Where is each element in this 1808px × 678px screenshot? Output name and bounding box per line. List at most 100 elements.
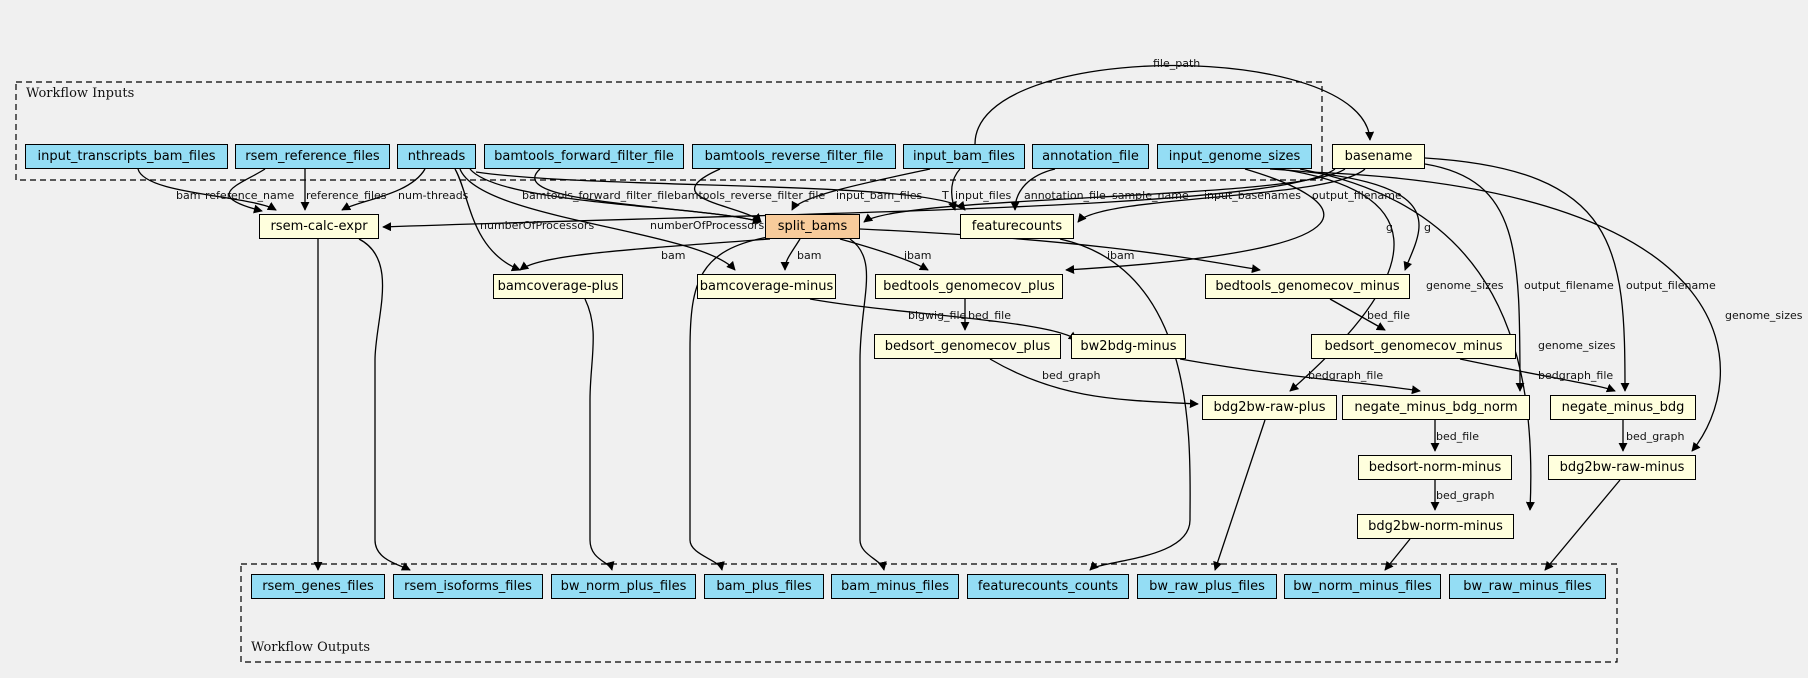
edge-genome-sizes-to-bdg2bw-raw-minus <box>1309 171 1721 452</box>
edge-split-bams-to-bamcoverage-minus <box>780 238 801 271</box>
edge-rsem-reference-to-rsem-name <box>228 168 266 214</box>
edge-label-number-of-processors-plus: numberOfProcessors <box>480 219 595 232</box>
edge-label-input-basenames: input_basenames <box>1204 189 1301 202</box>
edge-basename-to-negate-norm <box>1424 163 1525 392</box>
output-node-bw-raw-plus-files[interactable]: bw_raw_plus_files <box>1137 574 1277 599</box>
edge-label-bam-plus: bam <box>661 249 686 262</box>
workflow-outputs-label: Workflow Outputs <box>251 640 370 655</box>
edge-label-bed-graph-raw-minus: bed_graph <box>1626 430 1685 443</box>
edge-label-g-minus: g <box>1424 221 1431 234</box>
step-node-basename[interactable]: basename <box>1332 144 1425 169</box>
step-node-featurecounts[interactable]: featurecounts <box>960 214 1074 239</box>
edge-label-annotation-file: annotation_file <box>1024 189 1106 202</box>
edge-bamcoverage-plus-to-bw-norm-plus <box>584 298 615 571</box>
output-node-bam-minus-files[interactable]: bam_minus_files <box>831 574 959 599</box>
step-node-bedsort-genomecov-minus[interactable]: bedsort_genomecov_minus <box>1311 334 1516 359</box>
step-node-bamcoverage-minus[interactable]: bamcoverage-minus <box>697 274 836 299</box>
output-node-bw-norm-minus-files[interactable]: bw_norm_minus_files <box>1284 574 1441 599</box>
workflow-inputs-cluster <box>15 81 1323 181</box>
edges <box>137 64 1721 571</box>
step-node-bw2bdg-minus[interactable]: bw2bdg-minus <box>1071 334 1186 359</box>
output-node-bam-plus-files[interactable]: bam_plus_files <box>704 574 824 599</box>
edge-nthreads-to-bamcoverage-minus <box>459 168 736 271</box>
input-node-rsem-reference-files[interactable]: rsem_reference_files <box>235 144 390 169</box>
edge-label-bed-graph-plus: bed_graph <box>1042 369 1101 382</box>
edge-label-bed-graph-norm-minus: bed_graph <box>1436 489 1495 502</box>
input-node-input-bam-files[interactable]: input_bam_files <box>903 144 1025 169</box>
edge-label-bam-rsem: bam <box>176 189 201 202</box>
edge-split-bams-to-bamcoverage-plus <box>519 238 771 271</box>
step-node-bdg2bw-raw-plus[interactable]: bdg2bw-raw-plus <box>1202 395 1337 420</box>
edge-split-bams-to-bedtools-plus <box>839 238 929 271</box>
edge-label-genome-sizes-raw-minus: genome_sizes <box>1725 309 1803 322</box>
step-node-negate-minus-bdg[interactable]: negate_minus_bdg <box>1550 395 1696 420</box>
edge-nthreads-to-featurecounts <box>475 171 966 211</box>
edge-label-file-path: file_path <box>1153 57 1201 70</box>
output-node-featurecounts-counts[interactable]: featurecounts_counts <box>967 574 1129 599</box>
edge-label-bed-file-norm-minus: bed_file <box>1436 430 1479 443</box>
edge-label-bed-file-minus: bed_file <box>1367 309 1410 322</box>
edge-input-bam-files-to-basename <box>974 64 1375 145</box>
edge-bedsort-minus-to-negate <box>1459 358 1616 393</box>
edge-input-bam-to-split-bams <box>791 168 931 211</box>
edge-label-bamtools-forward-filter-file: bamtools_forward_filter_file <box>522 189 675 202</box>
edge-label-bedgraph-file-norm: bedgraph_file <box>1308 369 1384 382</box>
edge-label-genome-sizes-raw-plus: genome_sizes <box>1426 279 1504 292</box>
output-node-rsem-genes-files[interactable]: rsem_genes_files <box>251 574 385 599</box>
edge-label-reference-files: reference_files <box>306 189 387 202</box>
edge-bdg2bw-raw-minus-to-files <box>1544 479 1621 571</box>
output-node-rsem-isoforms-files[interactable]: rsem_isoforms_files <box>393 574 543 599</box>
step-node-negate-minus-bdg-norm[interactable]: negate_minus_bdg_norm <box>1342 395 1530 420</box>
edge-basename-to-negate <box>1424 157 1630 392</box>
edge-label-bamtools-reverse-filter-file: bamtools_reverse_filter_file <box>674 189 826 202</box>
edge-genome-sizes-to-bedtools-minus <box>1269 168 1420 271</box>
input-node-input-transcripts-bam-files[interactable]: input_transcripts_bam_files <box>25 144 228 169</box>
edge-label-output-filename-norm: output_filename <box>1524 279 1614 292</box>
step-node-bdg2bw-raw-minus[interactable]: bdg2bw-raw-minus <box>1548 455 1696 480</box>
input-node-nthreads[interactable]: nthreads <box>397 144 476 169</box>
workflow-inputs-label: Workflow Inputs <box>26 86 135 101</box>
workflow-outputs-cluster <box>240 563 1618 663</box>
edge-label-bedgraph-file-negate: bedgraph_file <box>1538 369 1614 382</box>
edge-annotation-to-featurecounts <box>1010 168 1056 211</box>
edge-label-output-filename-featurecounts: output_filename <box>1312 189 1402 202</box>
edge-label-bigwig-file: bigwig_file <box>908 309 967 322</box>
step-node-rsem-calc-expr[interactable]: rsem-calc-expr <box>259 214 379 239</box>
edge-label-input-files: input_files <box>955 189 1012 202</box>
input-node-annotation-file[interactable]: annotation_file <box>1032 144 1149 169</box>
output-node-bw-norm-plus-files[interactable]: bw_norm_plus_files <box>551 574 696 599</box>
step-node-bedsort-genomecov-plus[interactable]: bedsort_genomecov_plus <box>874 334 1061 359</box>
edge-label-output-filename-negate: output_filename <box>1626 279 1716 292</box>
output-node-bw-raw-minus-files[interactable]: bw_raw_minus_files <box>1449 574 1606 599</box>
step-node-bdg2bw-norm-minus[interactable]: bdg2bw-norm-minus <box>1357 514 1514 539</box>
edge-bamcoverage-minus-to-bw2bdg <box>809 298 1078 341</box>
edge-bedtools-minus-to-bedsort-minus <box>1329 298 1386 331</box>
edge-label-ibam-plus: ibam <box>904 249 932 262</box>
edge-bdg2bw-norm-to-files <box>1384 538 1411 571</box>
edge-label-bed-file-plus: bed_file <box>968 309 1011 322</box>
edge-rsem-to-isoforms <box>358 238 411 571</box>
edge-basename-to-rsem <box>382 168 1336 232</box>
edge-label-ibam-minus: ibam <box>1107 249 1135 262</box>
input-node-bamtools-forward-filter-file[interactable]: bamtools_forward_filter_file <box>484 144 684 169</box>
edge-bw2bdg-to-negate-norm <box>1179 358 1421 395</box>
edge-nthreads-to-bamcoverage-plus <box>454 168 521 272</box>
edge-label-T: T <box>942 189 949 202</box>
edge-split-bams-to-bam-plus-files <box>689 236 769 571</box>
input-node-bamtools-reverse-filter-file[interactable]: bamtools_reverse_filter_file <box>692 144 896 169</box>
edge-split-bams-to-bedtools-minus <box>859 228 1261 274</box>
step-node-bedtools-genomecov-minus[interactable]: bedtools_genomecov_minus <box>1205 274 1410 299</box>
edge-genome-sizes-to-bedtools-plus <box>1065 168 1325 275</box>
step-node-bedtools-genomecov-plus[interactable]: bedtools_genomecov_plus <box>875 274 1063 299</box>
step-node-bedsort-norm-minus[interactable]: bedsort-norm-minus <box>1358 455 1512 480</box>
edge-bedsort-plus-to-bdg2bw-raw-plus <box>989 358 1199 409</box>
input-node-input-genome-sizes[interactable]: input_genome_sizes <box>1157 144 1312 169</box>
edge-label-num-threads: num-threads <box>398 189 469 202</box>
edge-featurecounts-to-counts <box>1059 238 1191 571</box>
edge-input-transcripts-to-rsem <box>137 168 277 211</box>
edge-label-bam-minus: bam <box>797 249 822 262</box>
step-node-split-bams[interactable]: split_bams <box>765 214 860 239</box>
step-node-bamcoverage-plus[interactable]: bamcoverage-plus <box>493 274 623 299</box>
